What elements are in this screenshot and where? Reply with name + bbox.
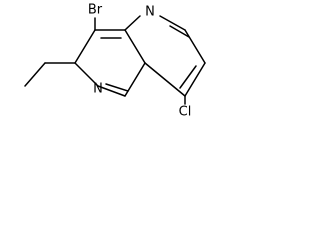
atom-bromine-label: Br xyxy=(88,3,103,18)
bond-c8-c7 xyxy=(74,29,96,64)
bond-c4-c4a xyxy=(144,62,186,97)
double-bond-inner-right-top xyxy=(169,25,190,38)
double-bond-inner-right-bottom xyxy=(179,65,197,89)
bond-c8a-n1 xyxy=(124,15,141,31)
double-bond-inner-left-bottom xyxy=(105,83,129,92)
bond-n6-c5 xyxy=(97,85,126,97)
bond-c7-n6 xyxy=(74,62,99,87)
bond-o-methyl xyxy=(24,62,46,87)
bond-c4a-c8a xyxy=(124,29,146,64)
bond-c2-c3 xyxy=(184,29,206,64)
bond-n1-c2 xyxy=(159,15,186,31)
atom-chlorine-label: Cl xyxy=(179,105,192,120)
atom-nitrogen-label-top: N xyxy=(145,5,155,20)
atom-nitrogen-label-left: N xyxy=(93,82,103,97)
bond-c3-c4 xyxy=(184,62,206,97)
chemical-structure: Br N N Cl xyxy=(24,3,206,120)
